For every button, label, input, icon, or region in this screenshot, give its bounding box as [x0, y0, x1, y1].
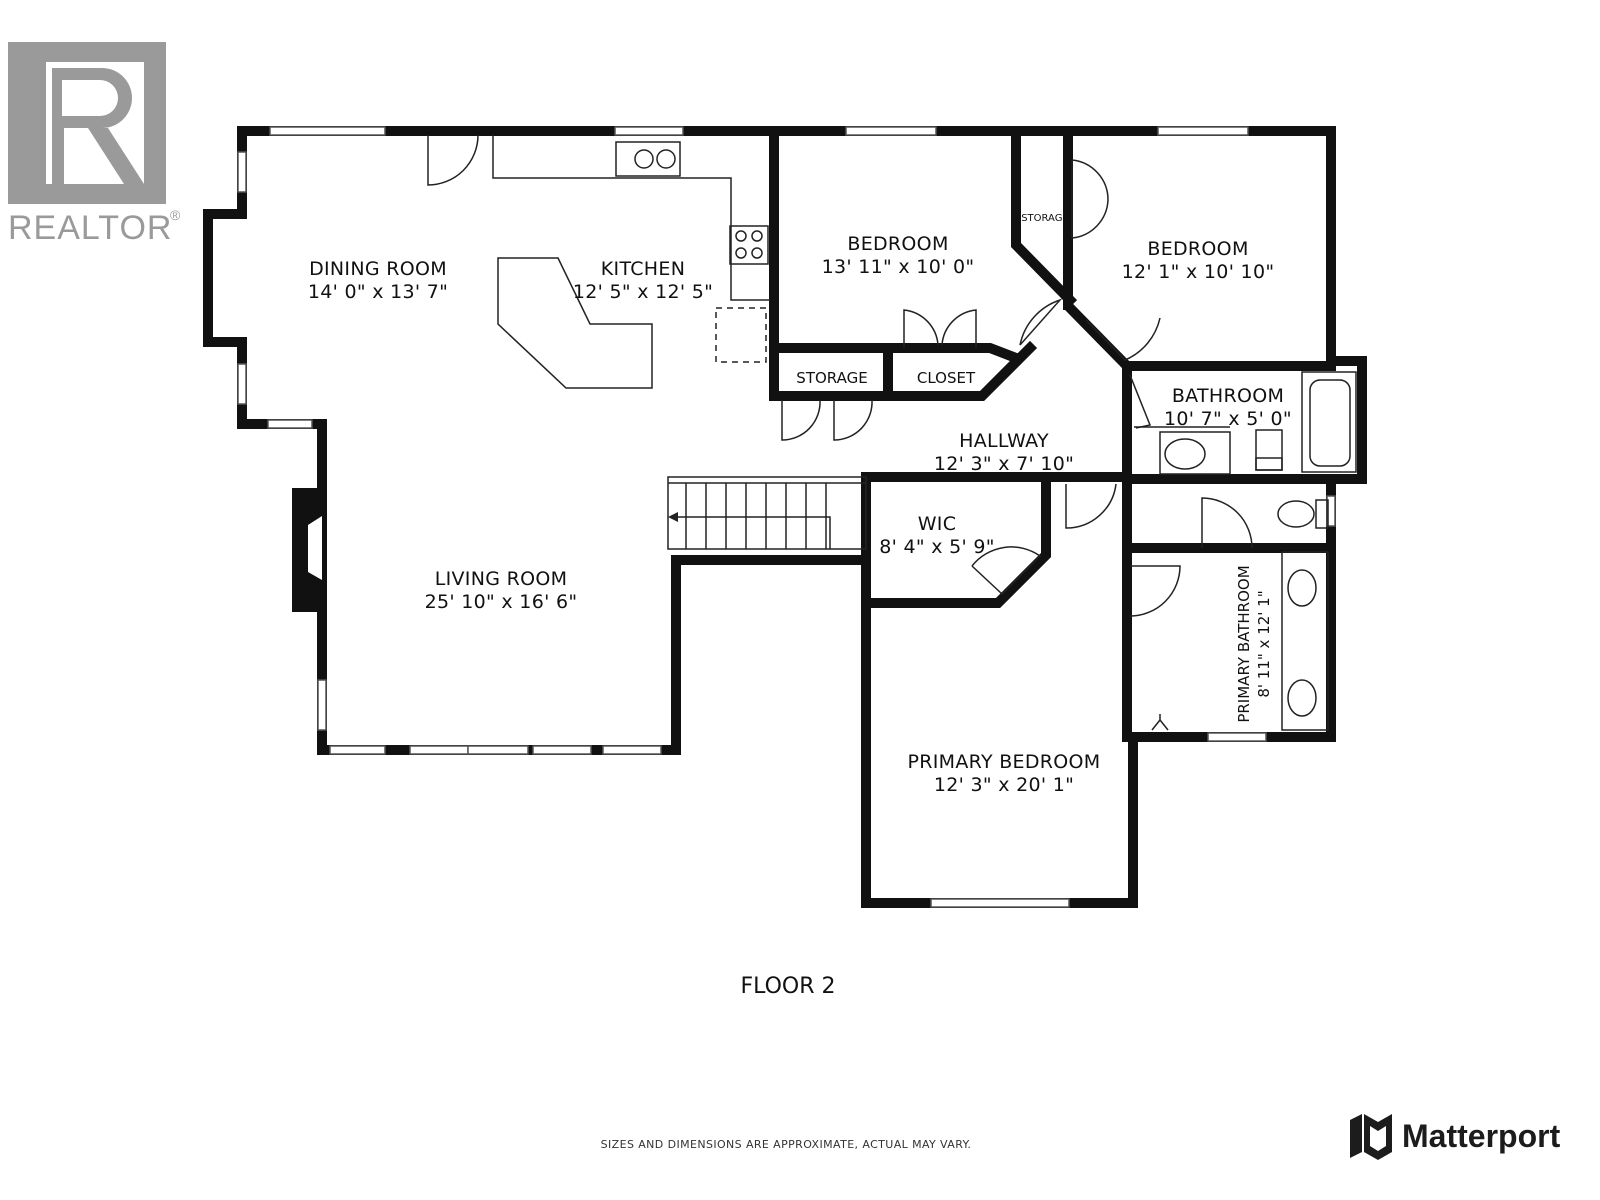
dining-room-dims: 14' 0" x 13' 7"	[308, 281, 448, 303]
bathroom-fixtures	[1134, 371, 1357, 731]
windows	[237, 126, 1336, 908]
realtor-logo: REALTOR ®	[8, 42, 181, 247]
primary-bedroom-dims: 12' 3" x 20' 1"	[934, 774, 1074, 796]
hallway-dims: 12' 3" x 7' 10"	[934, 453, 1074, 475]
matterport-logo: Matterport	[1350, 1114, 1561, 1160]
kitchen-fixtures	[492, 135, 770, 389]
kitchen-dims: 12' 5" x 12' 5"	[573, 281, 713, 303]
bathroom-dims: 10' 7" x 5' 0"	[1164, 408, 1292, 430]
bedroom-1-name: BEDROOM	[847, 233, 948, 255]
registered-mark: ®	[170, 207, 181, 223]
hallway-name: HALLWAY	[959, 430, 1049, 452]
walls	[203, 126, 1367, 908]
disclaimer: SIZES AND DIMENSIONS ARE APPROXIMATE, AC…	[601, 1138, 972, 1151]
floor-label: FLOOR 2	[740, 974, 835, 999]
primary-bathroom-name: PRIMARY BATHROOM	[1235, 565, 1253, 722]
fireplace	[292, 488, 322, 612]
living-room-dims: 25' 10" x 16' 6"	[425, 591, 578, 613]
stairs	[667, 476, 867, 550]
bedroom-2-dims: 12' 1" x 10' 10"	[1122, 261, 1275, 283]
storage-label: STORAGE	[796, 369, 867, 387]
wic-name: WIC	[918, 513, 957, 535]
wic-dims: 8' 4" x 5' 9"	[879, 536, 995, 558]
closet-label: CLOSET	[917, 369, 976, 387]
kitchen-name: KITCHEN	[601, 258, 685, 280]
bedroom-2-name: BEDROOM	[1147, 238, 1248, 260]
realtor-wordmark: REALTOR	[8, 209, 172, 247]
primary-bathroom-dims: 8' 11" x 12' 1"	[1255, 590, 1273, 697]
storage-small-label: STORAGE	[1021, 213, 1069, 224]
room-labels: DINING ROOM 14' 0" x 13' 7" KITCHEN 12' …	[308, 213, 1292, 796]
dining-room-name: DINING ROOM	[309, 258, 447, 280]
matterport-wordmark: Matterport	[1402, 1118, 1561, 1154]
matterport-icon	[1350, 1114, 1392, 1160]
bedroom-1-dims: 13' 11" x 10' 0"	[822, 256, 975, 278]
doors	[427, 134, 1253, 617]
primary-bedroom-name: PRIMARY BEDROOM	[908, 751, 1101, 773]
living-room-name: LIVING ROOM	[435, 568, 568, 590]
bathroom-name: BATHROOM	[1172, 385, 1284, 407]
